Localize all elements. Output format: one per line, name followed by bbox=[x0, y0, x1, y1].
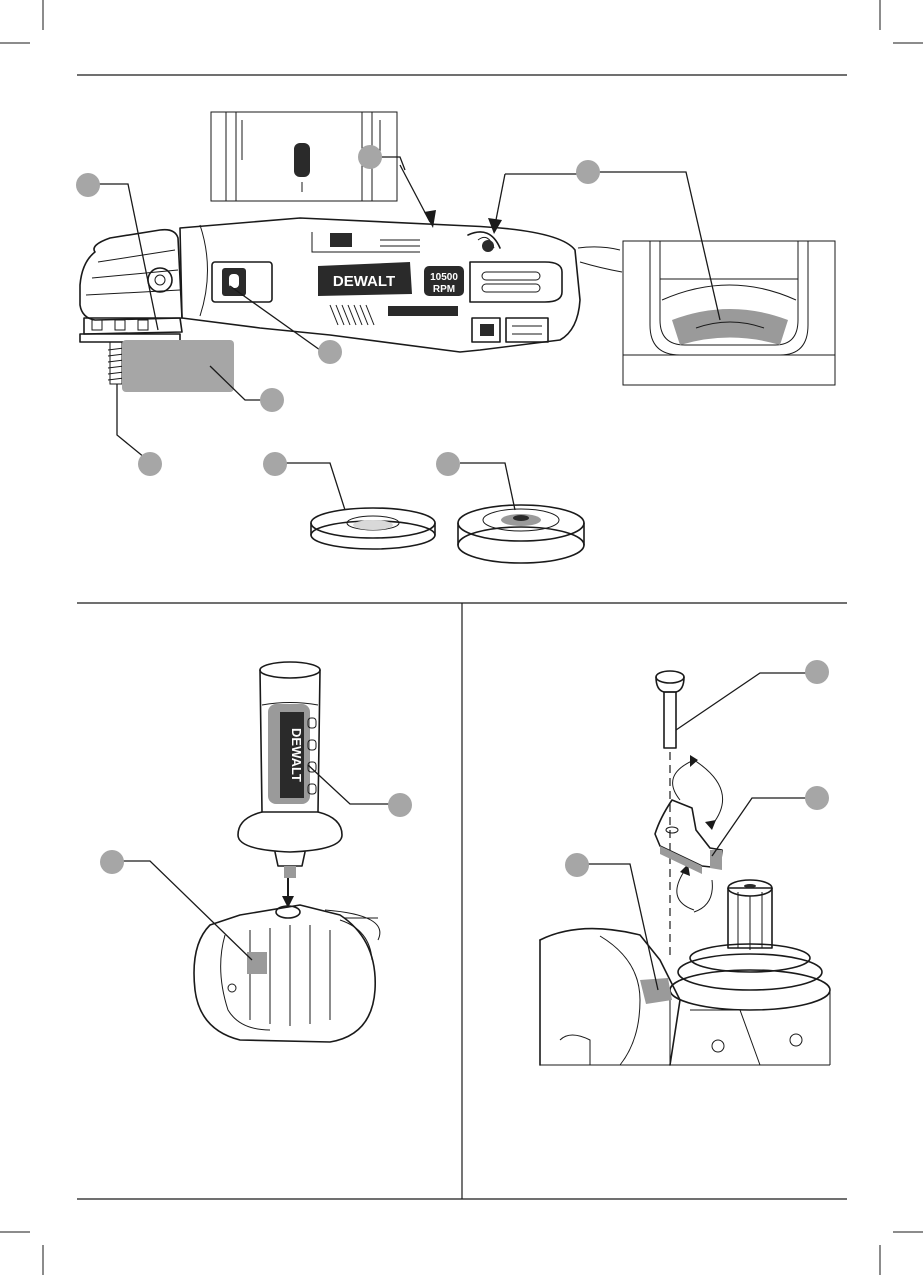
rpm-value-text: 10500 bbox=[430, 272, 458, 283]
leader-line bbox=[676, 673, 808, 730]
leader-line bbox=[308, 765, 390, 804]
outer-flange bbox=[311, 508, 435, 549]
callout-marker-icon bbox=[805, 786, 829, 810]
rpm-badge: 10500 RPM bbox=[424, 266, 464, 296]
guard-callout-area bbox=[122, 340, 234, 392]
leader-line bbox=[113, 861, 252, 960]
guard-clamp bbox=[655, 800, 722, 874]
callout-marker-icon bbox=[805, 660, 829, 684]
callout-marker-icon bbox=[388, 793, 412, 817]
side-handle: DEWALT bbox=[238, 662, 342, 908]
tool-brand-text: DEWALT bbox=[333, 273, 395, 290]
figure-grinder-overview: DEWALT 10500 RPM bbox=[76, 112, 835, 563]
leader-lines bbox=[98, 157, 720, 510]
inner-flange bbox=[458, 505, 584, 563]
side-handle-brand-text: DEWALT bbox=[289, 728, 304, 782]
callout-marker-icon bbox=[100, 850, 124, 874]
rpm-unit-text: RPM bbox=[433, 284, 455, 295]
figure-guard-assembly bbox=[540, 660, 830, 1065]
lower-vents bbox=[330, 305, 458, 325]
page-frame bbox=[77, 75, 847, 1199]
spindle bbox=[108, 342, 124, 384]
grinder-head-top-view bbox=[194, 905, 380, 1042]
leader-line bbox=[712, 798, 808, 856]
screw bbox=[656, 671, 684, 748]
rear-detail-inset bbox=[623, 241, 835, 385]
figure-side-handle: DEWALT bbox=[100, 662, 412, 1042]
grinder-body-partial bbox=[540, 929, 802, 1065]
tool-brand-badge: DEWALT bbox=[318, 262, 412, 296]
callout-marker-icon bbox=[565, 853, 589, 877]
leader-line bbox=[586, 864, 658, 990]
